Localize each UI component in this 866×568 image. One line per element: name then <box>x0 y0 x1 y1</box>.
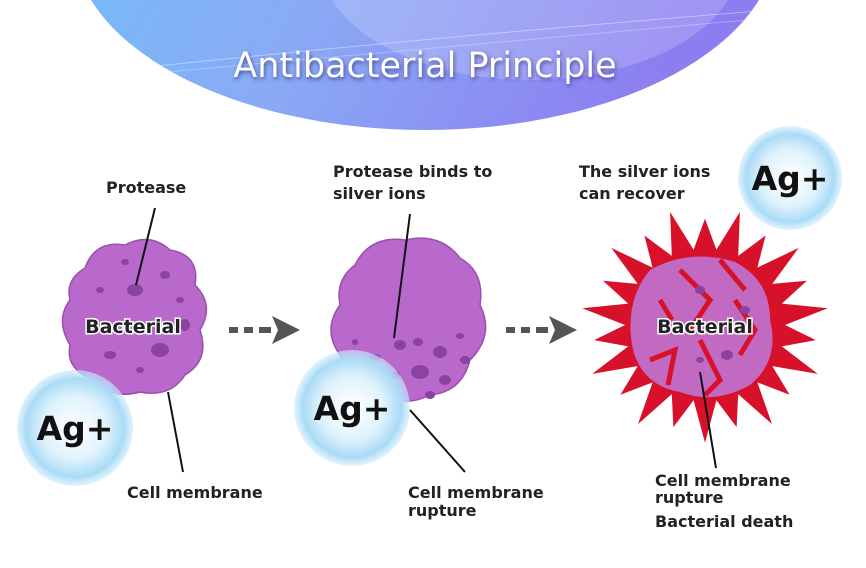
silver-ion <box>738 126 842 230</box>
silver-ion <box>17 370 133 486</box>
header-banner: Antibacterial Principle <box>91 0 771 130</box>
protease-label: Protease <box>106 178 186 197</box>
cell-membrane-rupture-label: Cell membrane <box>408 483 544 502</box>
stage-3-bacterial-death: Bacterial Ag+ The silver ions can recove… <box>579 126 842 531</box>
arrow-right-icon <box>506 316 577 344</box>
rupture-label: rupture <box>655 488 724 507</box>
arrow-right-icon <box>229 316 300 344</box>
rupture-label: rupture <box>408 501 477 520</box>
silver-recover-label: The silver ions <box>579 162 710 181</box>
protease-spots <box>695 286 750 363</box>
silver-recover-label-2: can recover <box>579 184 685 203</box>
cell-membrane-label: Cell membrane <box>127 483 263 502</box>
stage-2-binding: Ag+ Protease binds to silver ions Cell m… <box>294 162 544 520</box>
page-title: Antibacterial Principle <box>233 46 616 86</box>
cell-membrane-rupture-label: Cell membrane <box>655 471 791 490</box>
protease-binds-label-2: silver ions <box>333 184 426 203</box>
silver-ion <box>294 350 410 466</box>
bacterial-death-label: Bacterial death <box>655 512 793 531</box>
stage-1-healthy-bacteria: Bacterial Ag+ Protease Cell membrane <box>17 178 263 502</box>
silver-ion-label: Ag+ <box>314 389 391 428</box>
silver-ion-label: Ag+ <box>37 409 114 448</box>
bacteria-label: Bacterial <box>85 316 181 338</box>
silver-ion-label: Ag+ <box>752 159 829 198</box>
bacteria-cell <box>61 238 208 395</box>
bacteria-label: Bacterial <box>657 316 753 338</box>
protease-spots <box>87 259 190 373</box>
bacteria-remnant <box>630 256 773 398</box>
protease-binds-label: Protease binds to <box>333 162 492 181</box>
